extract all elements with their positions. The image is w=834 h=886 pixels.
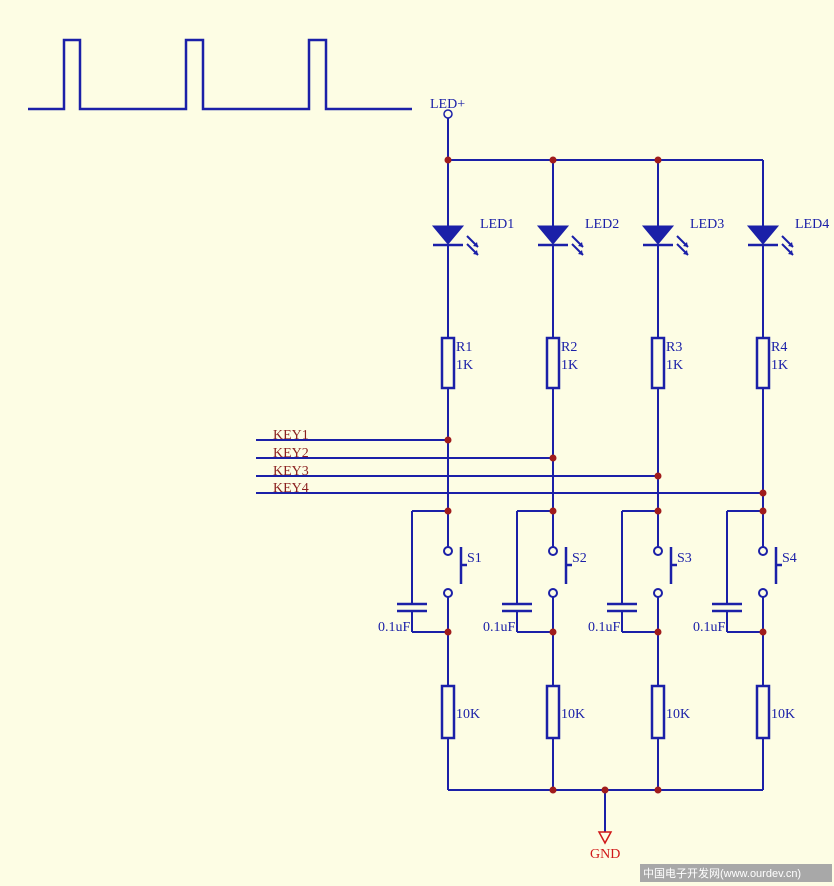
s3-label: S3 xyxy=(677,551,692,566)
c1-value: 0.1uF xyxy=(378,620,411,635)
s2-contact-bottom xyxy=(548,588,558,598)
key4-label: KEY4 xyxy=(273,481,309,496)
s3-contact-bottom xyxy=(653,588,663,598)
r4-value: 1K xyxy=(771,358,788,373)
led3-label: LED3 xyxy=(690,217,724,232)
led-branch-4: LED4 R4 1K 0.1uF S4 10K xyxy=(693,160,829,790)
c4-value: 0.1uF xyxy=(693,620,726,635)
s4-contact-top xyxy=(758,546,768,556)
pulldown4-value: 10K xyxy=(771,707,795,722)
led-branch-2: LED2 R2 1K 0.1uF S2 10K xyxy=(483,156,619,794)
led2-label: LED2 xyxy=(585,217,619,232)
r3-value: 1K xyxy=(666,358,683,373)
r3-ref: R3 xyxy=(666,340,682,355)
s4-label: S4 xyxy=(782,551,797,566)
r2-resistor xyxy=(545,336,561,390)
led2-symbol xyxy=(536,225,570,245)
led4-symbol xyxy=(746,225,780,245)
led3-symbol xyxy=(641,225,675,245)
pulldown4-resistor xyxy=(755,684,771,740)
s3-contact-top xyxy=(653,546,663,556)
s2-label: S2 xyxy=(572,551,587,566)
r1-value: 1K xyxy=(456,358,473,373)
s4-contact-bottom xyxy=(758,588,768,598)
power-label: LED+ xyxy=(430,97,465,112)
watermark: 中国电子开发网(www.ourdev.cn) xyxy=(643,866,801,880)
c2-value: 0.1uF xyxy=(483,620,516,635)
s1-label: S1 xyxy=(467,551,482,566)
ground-label: GND xyxy=(590,847,620,862)
key3-label: KEY3 xyxy=(273,464,309,479)
r2-ref: R2 xyxy=(561,340,577,355)
led-branch-1: LED1 R1 1K 0.1uF S1 10K xyxy=(378,156,514,790)
r1-ref: R1 xyxy=(456,340,472,355)
led1-symbol xyxy=(431,225,465,245)
junction-dot xyxy=(601,786,609,794)
pulldown2-value: 10K xyxy=(561,707,585,722)
r4-resistor xyxy=(755,336,771,390)
r3-resistor xyxy=(650,336,666,390)
key1-label: KEY1 xyxy=(273,428,309,443)
s1-contact-top xyxy=(443,546,453,556)
s1-contact-bottom xyxy=(443,588,453,598)
r2-value: 1K xyxy=(561,358,578,373)
r1-resistor xyxy=(440,336,456,390)
pulse-waveform xyxy=(28,38,412,111)
led-branch-3: LED3 R3 1K 0.1uF S3 10K xyxy=(588,156,724,794)
pulldown3-resistor xyxy=(650,684,666,740)
s2-contact-top xyxy=(548,546,558,556)
pulldown1-value: 10K xyxy=(456,707,480,722)
key2-label: KEY2 xyxy=(273,446,309,461)
ground-symbol xyxy=(597,831,613,845)
r4-ref: R4 xyxy=(771,340,787,355)
led1-label: LED1 xyxy=(480,217,514,232)
pulldown2-resistor xyxy=(545,684,561,740)
c3-value: 0.1uF xyxy=(588,620,621,635)
pulldown3-value: 10K xyxy=(666,707,690,722)
led4-label: LED4 xyxy=(795,217,829,232)
pulldown1-resistor xyxy=(440,684,456,740)
watermark-box xyxy=(640,864,832,882)
